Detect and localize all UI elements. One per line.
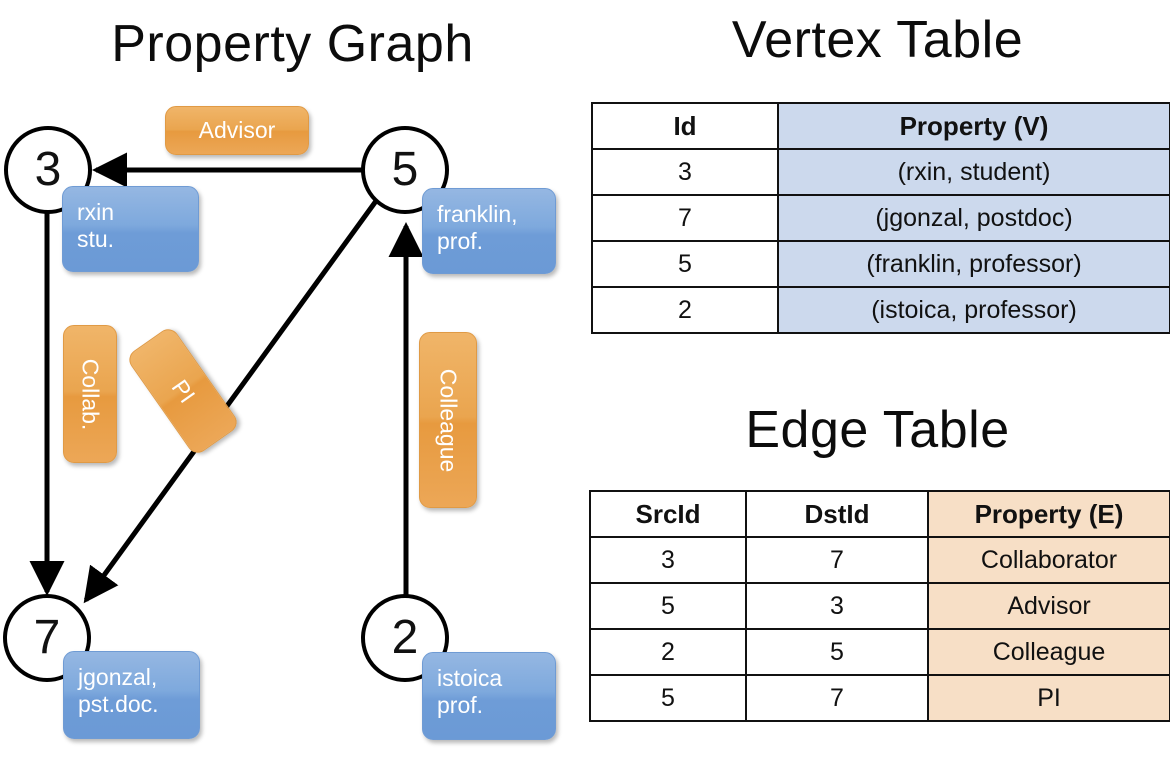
edge-src-cell: 5 — [589, 674, 747, 722]
edge-dst-cell: 7 — [745, 674, 929, 722]
node-property-line1: franklin, — [437, 201, 518, 227]
page-title-property-graph: Property Graph — [111, 15, 474, 73]
node-property-line1: istoica — [437, 665, 503, 691]
node-property-callout-3: rxin stu. — [62, 186, 199, 272]
edge-label-collab: Collab. — [63, 325, 117, 463]
page-title-vertex-table: Vertex Table — [731, 11, 1024, 69]
vertex-table-header-property: Property (V) — [777, 102, 1170, 150]
edge-src-cell: 3 — [589, 536, 747, 584]
node-property-line1: rxin — [77, 199, 115, 225]
edge-src-cell: 5 — [589, 582, 747, 630]
node-property-line1: jgonzal, — [78, 664, 158, 690]
edge-table-header-srcid: SrcId — [589, 490, 747, 538]
table-row: 3 (rxin, student) — [591, 148, 1170, 196]
edge-table: SrcId DstId Property (E) 3 7 Collaborato… — [589, 490, 1170, 722]
node-property-callout-2: istoica prof. — [422, 652, 556, 740]
edge-label-colleague-text: Colleague — [435, 368, 462, 472]
edge-dst-cell: 7 — [745, 536, 929, 584]
graph-node-5[interactable]: 5 — [361, 126, 449, 214]
edge-property-cell: Colleague — [927, 628, 1170, 676]
table-row: 5 7 PI — [589, 674, 1170, 722]
edge-label-advisor: Advisor — [165, 106, 309, 155]
node-property-line2: prof. — [437, 228, 484, 254]
table-row: 5 (franklin, professor) — [591, 240, 1170, 288]
node-property-line2: stu. — [77, 226, 115, 252]
property-graph-panel: 3 5 7 2 rxin stu. franklin, prof. jgonza… — [3, 106, 556, 740]
vertex-id-cell: 2 — [591, 286, 779, 334]
vertex-property-cell: (franklin, professor) — [777, 240, 1170, 288]
vertex-table-header-id: Id — [591, 102, 779, 150]
edge-src-cell: 2 — [589, 628, 747, 676]
edge-property-cell: Collaborator — [927, 536, 1170, 584]
node-property-callout-5: franklin, prof. — [422, 188, 556, 274]
vertex-id-cell: 3 — [591, 148, 779, 196]
vertex-table-header-row: Id Property (V) — [591, 102, 1170, 150]
vertex-property-cell: (istoica, professor) — [777, 286, 1170, 334]
edge-property-cell: PI — [927, 674, 1170, 722]
edge-table-header-property: Property (E) — [927, 490, 1170, 538]
edge-label-pi-text: PI — [166, 374, 201, 408]
vertex-id-cell: 7 — [591, 194, 779, 242]
edge-table-header-dstid: DstId — [745, 490, 929, 538]
edge-label-advisor-text: Advisor — [198, 117, 276, 143]
node-property-callout-7: jgonzal, pst.doc. — [63, 651, 200, 739]
edge-label-colleague: Colleague — [419, 332, 477, 508]
graph-node-2[interactable]: 2 — [361, 594, 449, 682]
table-row: 7 (jgonzal, postdoc) — [591, 194, 1170, 242]
table-row: 2 5 Colleague — [589, 628, 1170, 676]
node-property-line2: prof. — [437, 692, 484, 718]
edge-dst-cell: 5 — [745, 628, 929, 676]
edge-line-5-to-7 — [83, 199, 379, 604]
vertex-table: Id Property (V) 3 (rxin, student) 7 (jgo… — [591, 102, 1170, 334]
edge-dst-cell: 3 — [745, 582, 929, 630]
page-title-edge-table: Edge Table — [745, 401, 1010, 459]
edge-property-cell: Advisor — [927, 582, 1170, 630]
table-row: 3 7 Collaborator — [589, 536, 1170, 584]
vertex-property-cell: (jgonzal, postdoc) — [777, 194, 1170, 242]
edge-table-header-row: SrcId DstId Property (E) — [589, 490, 1170, 538]
edge-label-collab-text: Collab. — [77, 358, 104, 430]
table-row: 5 3 Advisor — [589, 582, 1170, 630]
node-property-line2: pst.doc. — [78, 691, 159, 717]
table-row: 2 (istoica, professor) — [591, 286, 1170, 334]
vertex-property-cell: (rxin, student) — [777, 148, 1170, 196]
graph-edges-svg — [29, 152, 424, 604]
vertex-id-cell: 5 — [591, 240, 779, 288]
